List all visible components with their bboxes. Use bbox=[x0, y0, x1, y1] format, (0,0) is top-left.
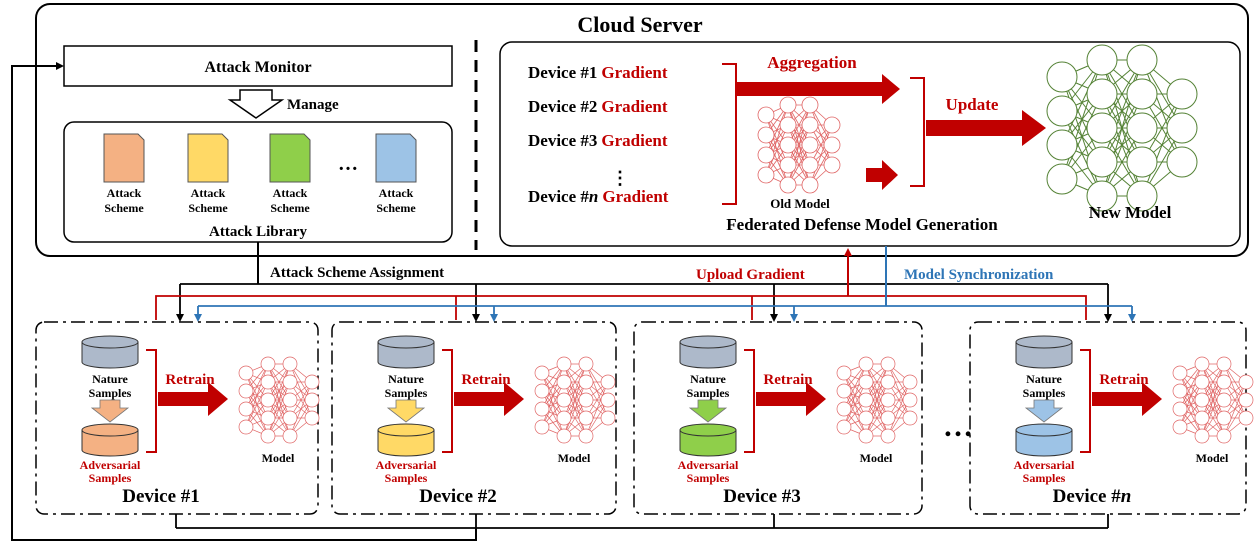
svg-text:Nature: Nature bbox=[690, 372, 726, 386]
federated-box bbox=[499, 41, 1241, 247]
svg-text:Samples: Samples bbox=[687, 386, 730, 400]
device-panel: NatureSamplesAdversarialSamplesRetrainMo… bbox=[35, 321, 320, 515]
aggregation-label: Aggregation bbox=[767, 53, 857, 72]
attack-library-ellipsis: … bbox=[338, 153, 358, 175]
connection-lines bbox=[11, 62, 1136, 541]
local-model-network bbox=[1172, 356, 1254, 444]
attack-scheme-doc-icon bbox=[269, 133, 311, 183]
aggregation-arrow bbox=[736, 74, 900, 104]
device-panel: NatureSamplesAdversarialSamplesRetrainMo… bbox=[969, 321, 1254, 515]
svg-text:Retrain: Retrain bbox=[763, 372, 813, 388]
local-model-network bbox=[238, 356, 320, 444]
manage-arrow bbox=[227, 89, 285, 119]
old-model-arrow bbox=[866, 160, 898, 190]
svg-text:Device #3: Device #3 bbox=[723, 486, 801, 507]
attack-scheme-label: Attack bbox=[107, 186, 142, 200]
local-model-network bbox=[836, 356, 918, 444]
update-bracket bbox=[910, 77, 925, 187]
attack-scheme-label: Scheme bbox=[188, 201, 228, 215]
svg-text:Model: Model bbox=[860, 451, 893, 465]
svg-text:Model: Model bbox=[1196, 451, 1229, 465]
svg-text:Samples: Samples bbox=[385, 386, 428, 400]
svg-text:Model: Model bbox=[558, 451, 591, 465]
attack-monitor-label: Attack Monitor bbox=[204, 59, 311, 76]
attack-scheme-label: Attack bbox=[379, 186, 414, 200]
svg-text:Model: Model bbox=[262, 451, 295, 465]
svg-text:Samples: Samples bbox=[89, 386, 132, 400]
attack-library-label: Attack Library bbox=[209, 224, 307, 240]
svg-text:Nature: Nature bbox=[92, 372, 128, 386]
old-model-label: Old Model bbox=[770, 196, 830, 211]
upload-gradient-label: Upload Gradient bbox=[696, 267, 805, 283]
attack-scheme-label: Scheme bbox=[376, 201, 416, 215]
devices-ellipsis: … bbox=[943, 410, 973, 443]
svg-text:Retrain: Retrain bbox=[1099, 372, 1149, 388]
svg-text:Samples: Samples bbox=[1023, 386, 1066, 400]
cloud-server-title: Cloud Server bbox=[577, 12, 703, 37]
svg-text:Device #1: Device #1 bbox=[122, 486, 200, 507]
svg-text:Retrain: Retrain bbox=[165, 372, 215, 388]
svg-text:Adversarial: Adversarial bbox=[376, 458, 437, 472]
device-panel: NatureSamplesAdversarialSamplesRetrainMo… bbox=[331, 321, 617, 515]
attack-scheme-label: Attack bbox=[191, 186, 226, 200]
gradient-vdots: ⋮ bbox=[611, 168, 629, 188]
manage-label: Manage bbox=[287, 97, 339, 113]
svg-text:Samples: Samples bbox=[1023, 471, 1066, 485]
attack-scheme-doc-icon bbox=[375, 133, 417, 183]
new-model-network bbox=[1046, 44, 1198, 212]
svg-text:Samples: Samples bbox=[89, 471, 132, 485]
svg-text:Retrain: Retrain bbox=[461, 372, 511, 388]
svg-text:Adversarial: Adversarial bbox=[1014, 458, 1075, 472]
device-panels: NatureSamplesAdversarialSamplesRetrainMo… bbox=[35, 321, 1254, 515]
new-model-label: New Model bbox=[1089, 203, 1172, 222]
federated-title: Federated Defense Model Generation bbox=[726, 215, 998, 234]
device-panel: NatureSamplesAdversarialSamplesRetrainMo… bbox=[633, 321, 923, 515]
attack-scheme-label: Scheme bbox=[270, 201, 310, 215]
attack-monitor-box bbox=[63, 45, 453, 87]
local-model-network bbox=[534, 356, 616, 444]
model-sync-label: Model Synchronization bbox=[904, 267, 1054, 283]
attack-scheme-docs: AttackSchemeAttackSchemeAttackSchemeAtta… bbox=[103, 133, 417, 215]
attack-scheme-doc-icon bbox=[103, 133, 145, 183]
gradient-bracket bbox=[722, 63, 737, 205]
svg-text:Adversarial: Adversarial bbox=[678, 458, 739, 472]
assignment-label: Attack Scheme Assignment bbox=[270, 265, 444, 281]
svg-text:Device #n: Device #n bbox=[1053, 486, 1132, 507]
old-model-network bbox=[757, 96, 841, 194]
svg-text:Nature: Nature bbox=[388, 372, 424, 386]
svg-text:Samples: Samples bbox=[385, 471, 428, 485]
attack-scheme-label: Attack bbox=[273, 186, 308, 200]
svg-text:Device #2: Device #2 bbox=[419, 486, 497, 507]
attack-scheme-label: Scheme bbox=[104, 201, 144, 215]
update-label: Update bbox=[946, 95, 999, 114]
svg-text:Adversarial: Adversarial bbox=[80, 458, 141, 472]
update-arrow bbox=[926, 110, 1046, 146]
svg-text:Nature: Nature bbox=[1026, 372, 1062, 386]
attack-scheme-doc-icon bbox=[187, 133, 229, 183]
svg-text:Samples: Samples bbox=[687, 471, 730, 485]
